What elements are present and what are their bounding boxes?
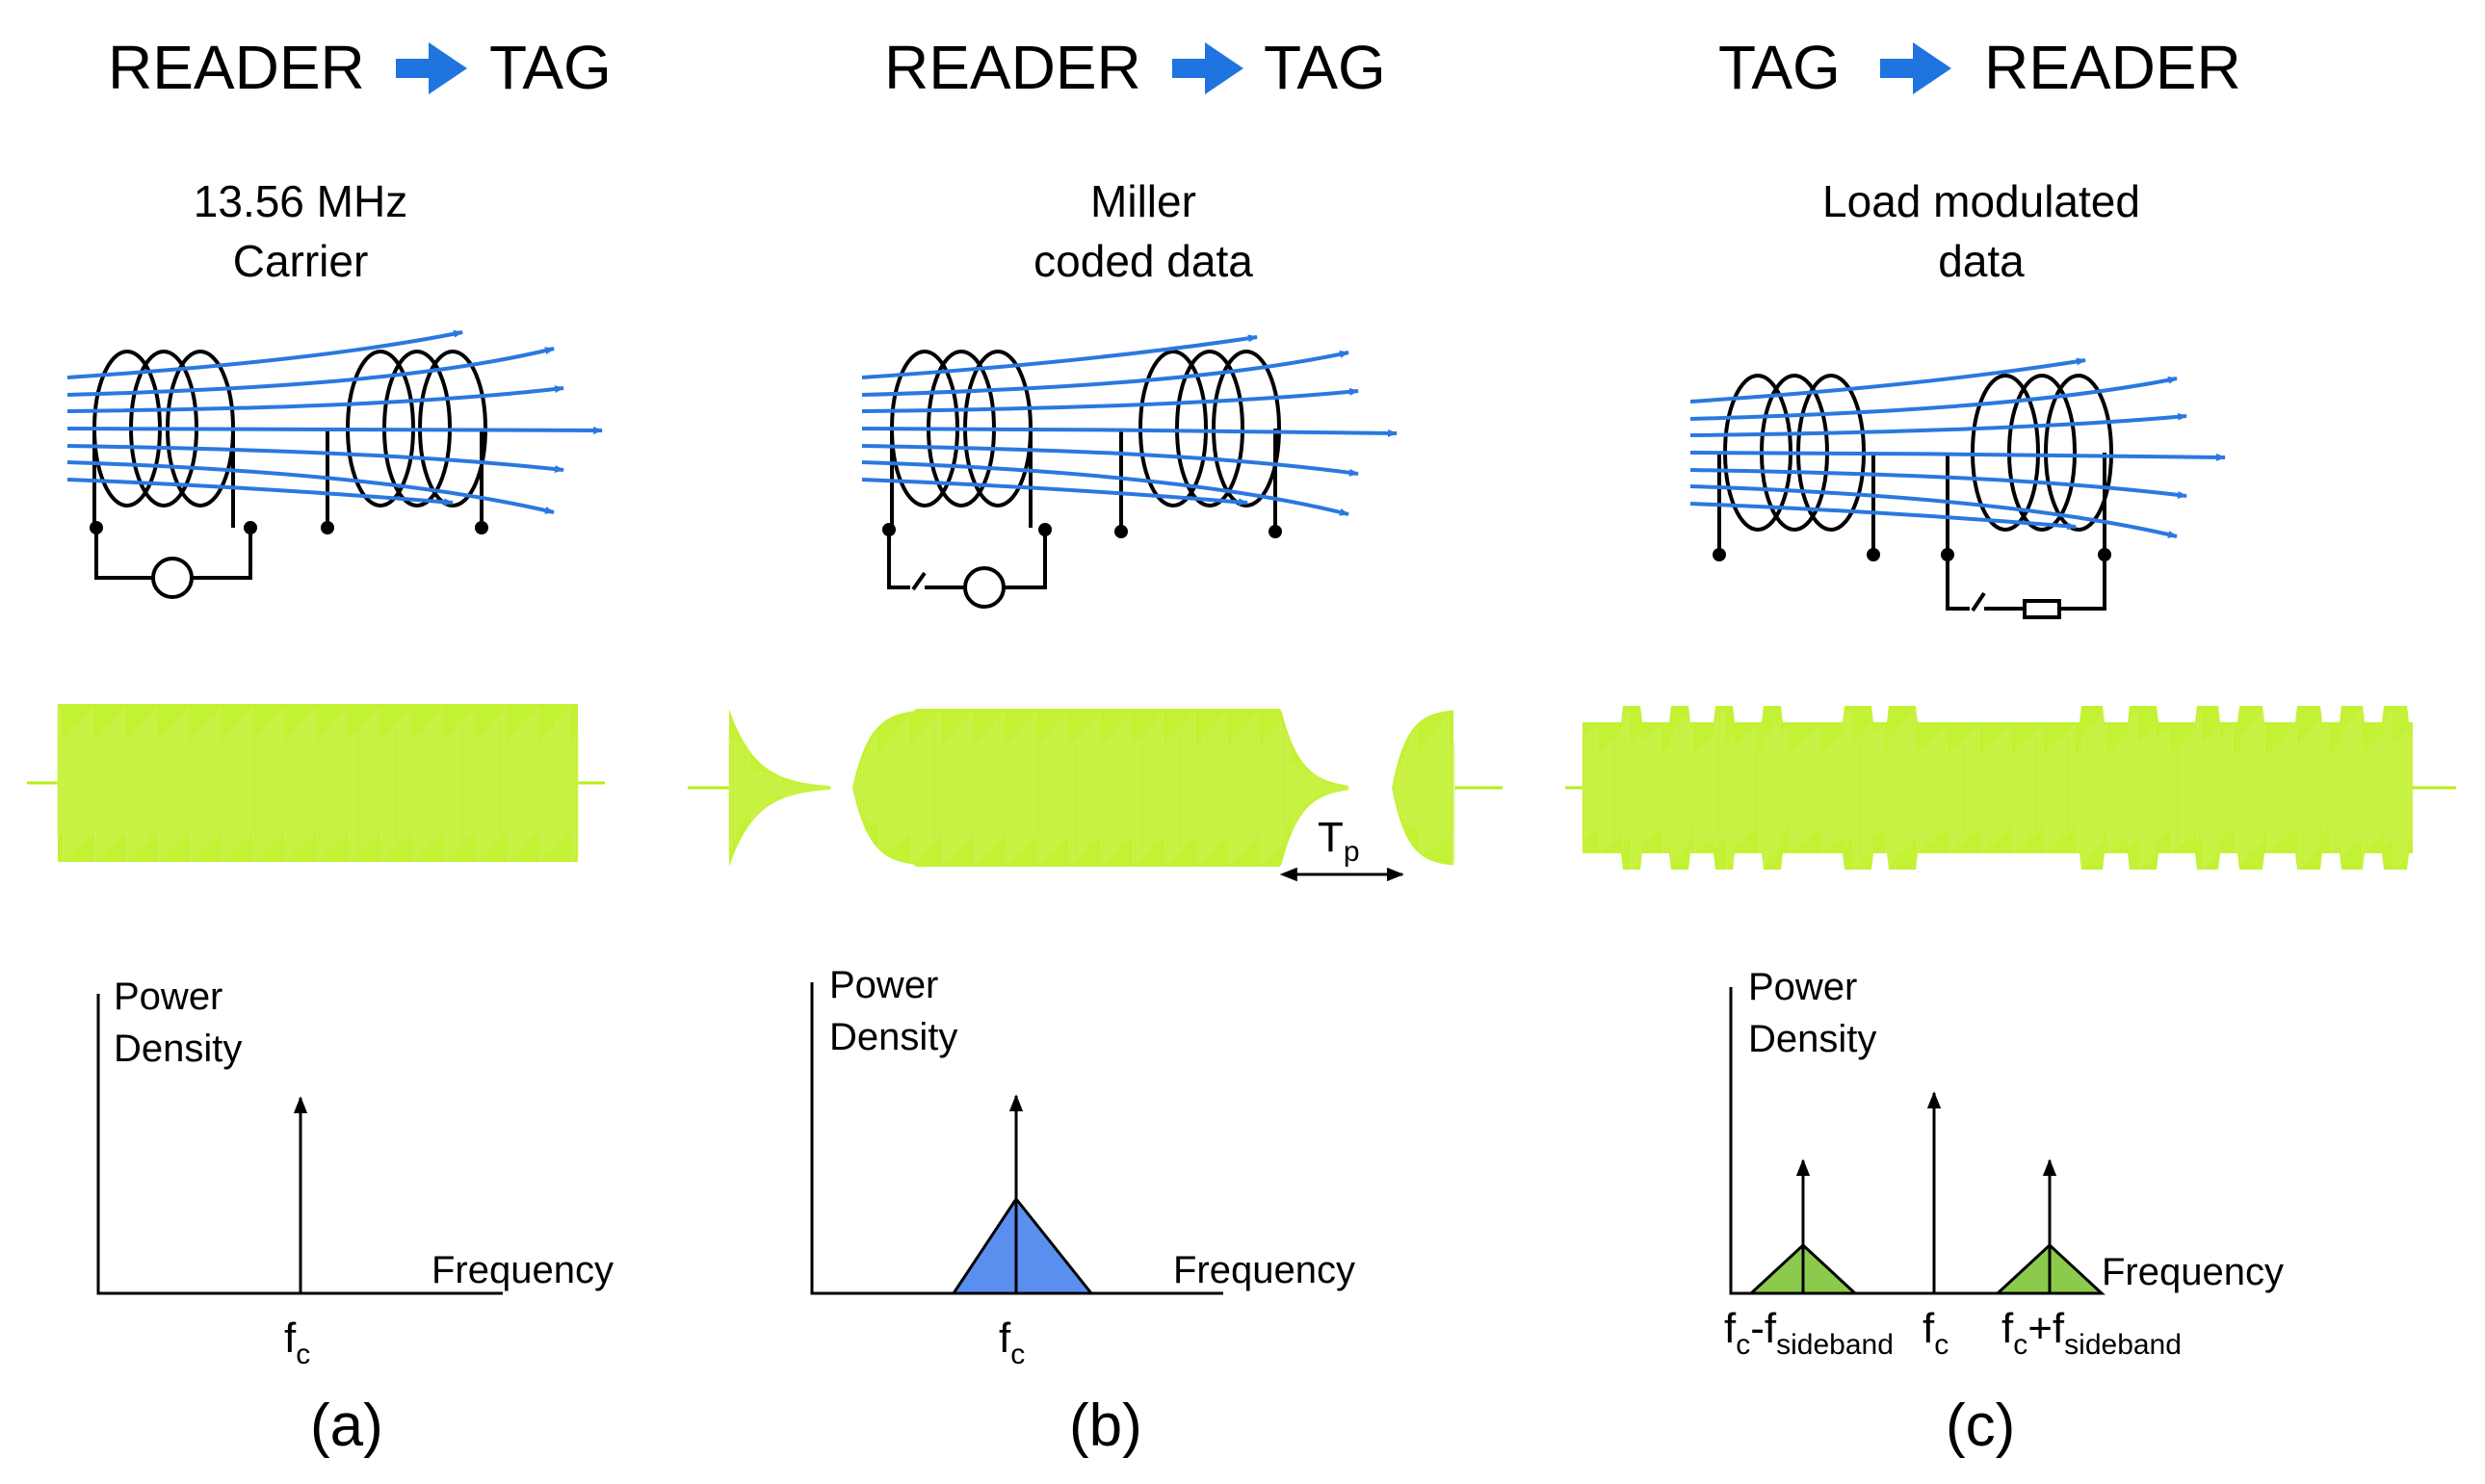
spectrum-plot-a xyxy=(96,994,503,1295)
sideband-triangle-b xyxy=(951,1196,1095,1295)
caption-b: (b) xyxy=(1069,1393,1142,1459)
header-arrow-icon-c xyxy=(1880,42,1951,94)
spectrum-axes-c xyxy=(1729,987,2100,1295)
header-a-from: READER xyxy=(108,33,365,102)
header-c-from: TAG xyxy=(1718,33,1841,102)
header-b-to: TAG xyxy=(1264,33,1386,102)
load-modulated-signal-waveform xyxy=(1565,706,2456,870)
field-lines-a xyxy=(66,329,603,514)
x-axis-label-b: Frequency xyxy=(1173,1249,1355,1291)
carrier-signal-waveform xyxy=(27,704,605,862)
header-arrow-icon-a xyxy=(396,42,467,94)
tick-fc-c: fc xyxy=(1923,1305,1949,1361)
tick-fc-b: fc xyxy=(999,1315,1026,1370)
header-arrow-icon-b xyxy=(1172,42,1243,94)
caption-a: (a) xyxy=(310,1393,383,1459)
header-b-from: READER xyxy=(884,33,1141,102)
spectrum-axes-a xyxy=(96,994,503,1295)
spectrum-axes-b xyxy=(810,982,1223,1295)
spectrum-plot-c xyxy=(1729,987,2106,1295)
spectrum-plot-b xyxy=(810,982,1223,1295)
coil-assembly-b xyxy=(882,350,1282,609)
coil-assembly-c xyxy=(1713,374,2113,619)
period-label: Tp xyxy=(1318,814,1360,868)
x-axis-label-a: Frequency xyxy=(432,1249,614,1291)
header-c-to: READER xyxy=(1984,33,2241,102)
tick-fc-plus-fsideband: fc+fsideband xyxy=(2001,1305,2182,1361)
x-axis-label-c: Frequency xyxy=(2102,1251,2284,1293)
tick-fc-a: fc xyxy=(284,1315,311,1370)
header-a-to: TAG xyxy=(489,33,612,102)
field-lines-b xyxy=(861,334,1398,516)
tick-fc-minus-fsideband: fc-fsideband xyxy=(1724,1305,1894,1361)
caption-c: (c) xyxy=(1946,1393,2016,1459)
field-lines-c xyxy=(1689,357,2226,538)
miller-coded-signal-waveform xyxy=(688,709,1503,867)
